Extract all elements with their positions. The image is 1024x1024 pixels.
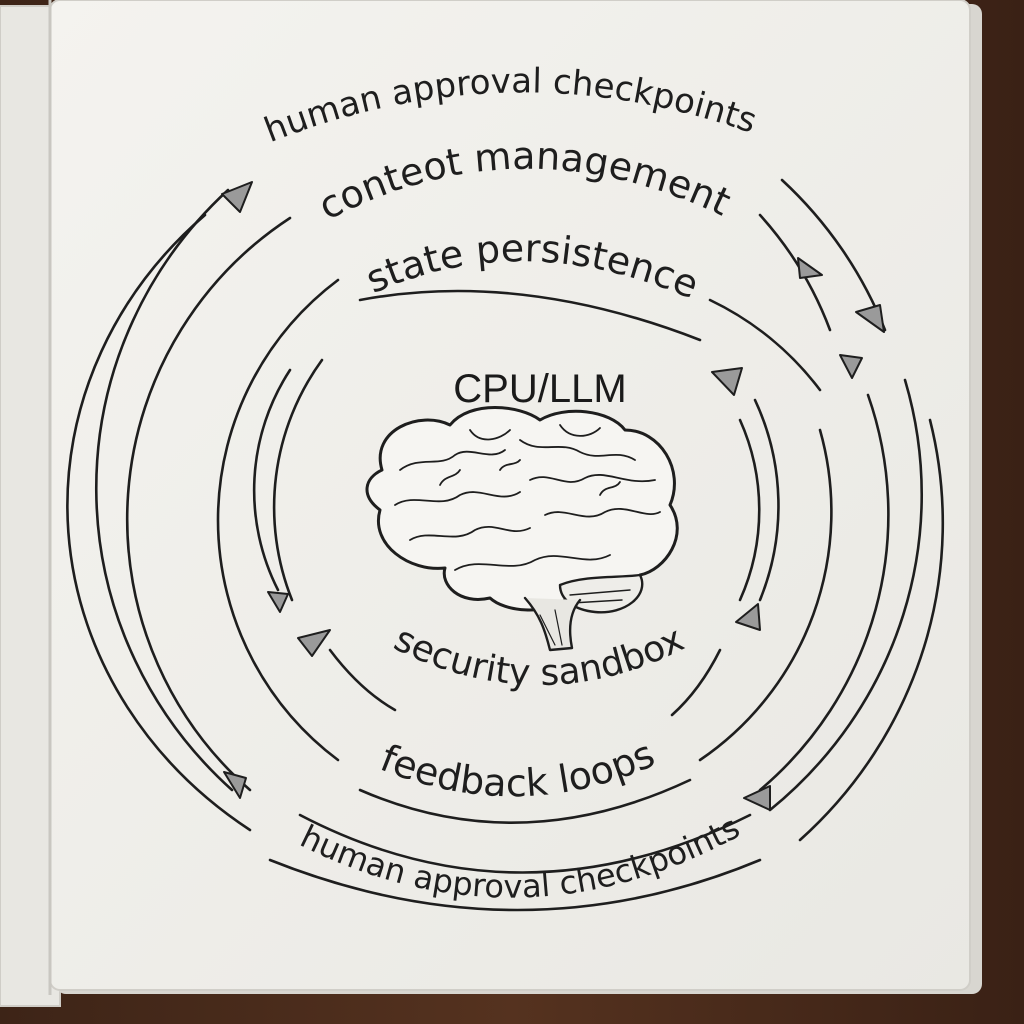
concentric-rings — [66, 178, 945, 912]
arrow-up-left-icon — [221, 181, 253, 213]
arrow-left-icon — [711, 367, 743, 396]
arrow-down-icon — [839, 354, 863, 379]
arrow-down-icon — [267, 591, 289, 613]
center-title: CPU/LLM — [453, 367, 626, 411]
flow-arrows — [221, 181, 885, 811]
arrow-down-right-icon — [855, 304, 885, 333]
arrow-up-icon — [735, 603, 761, 631]
arrow-left-icon — [297, 629, 331, 657]
arrow-down-right-icon — [797, 257, 823, 279]
brain-icon — [365, 406, 679, 652]
arrow-left-icon — [743, 785, 771, 811]
arrow-down-icon — [223, 771, 247, 799]
